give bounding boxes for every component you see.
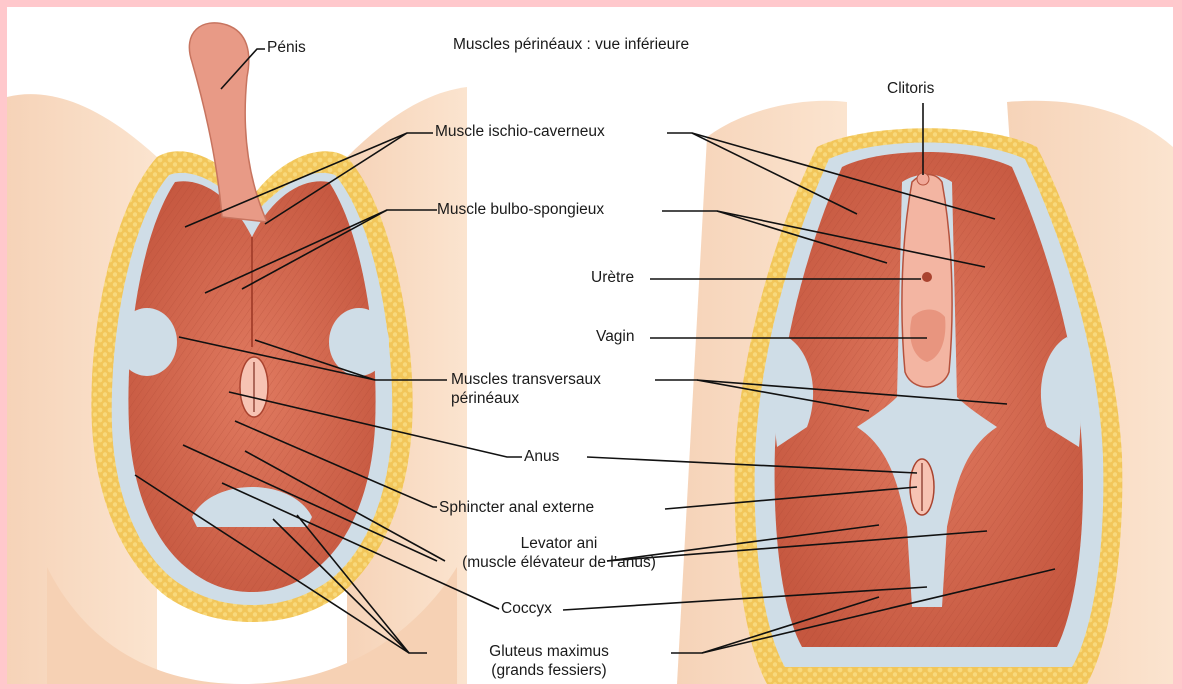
perineal-muscles-illustration <box>7 7 1173 684</box>
label-gluteus-line1: Gluteus maximus <box>489 643 609 661</box>
label-coccyx: Coccyx <box>501 600 552 618</box>
label-bulbo-spongieux: Muscle bulbo-spongieux <box>437 201 604 219</box>
male-ischial-tuberosity-left <box>117 308 177 376</box>
label-ischio-caverneux: Muscle ischio-caverneux <box>435 123 605 141</box>
label-gluteus-line2: (grands fessiers) <box>491 662 606 680</box>
label-penis: Pénis <box>267 39 306 57</box>
figure-frame: Muscles périnéaux : vue inférieure Pénis… <box>7 7 1173 684</box>
label-levator-line1: Levator ani <box>521 535 598 553</box>
figure-title: Muscles périnéaux : vue inférieure <box>453 36 689 54</box>
label-transversaux-line2: périnéaux <box>451 390 519 408</box>
male-perineum <box>7 23 467 684</box>
female-perineum <box>677 101 1173 684</box>
label-anus: Anus <box>524 448 559 466</box>
label-sphincter: Sphincter anal externe <box>439 499 594 517</box>
label-uretre: Urètre <box>591 269 634 287</box>
label-clitoris: Clitoris <box>887 80 934 98</box>
label-levator-line2: (muscle élévateur de l’anus) <box>462 554 656 572</box>
label-transversaux-line1: Muscles transversaux <box>451 371 601 389</box>
label-vagin: Vagin <box>596 328 635 346</box>
male-ischial-tuberosity-right <box>329 308 389 376</box>
urethra-shape <box>922 272 932 282</box>
